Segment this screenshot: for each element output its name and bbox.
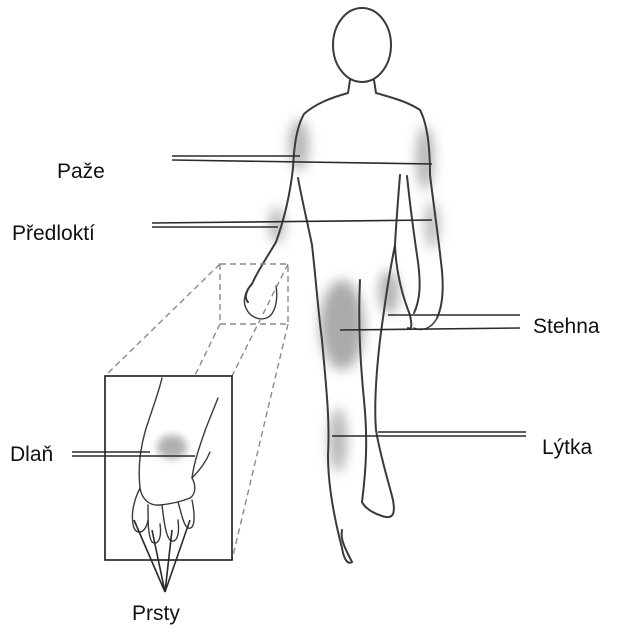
left-hand: [244, 284, 276, 319]
shade-left-calf: [329, 408, 347, 472]
thigh-leader-b: [340, 328, 520, 330]
right-hand: [414, 318, 437, 330]
body-outline-left: [246, 80, 350, 302]
label-calf: Lýtka: [542, 436, 593, 459]
left-foot: [342, 530, 352, 562]
label-thigh: Stehna: [533, 315, 600, 338]
zoom-line-4: [232, 324, 288, 560]
labels: Paže Předloktí Stehna Dlaň Lýtka Prsty: [10, 160, 600, 625]
inner-right-arm: [407, 176, 420, 313]
zoom-line-1: [105, 264, 220, 376]
label-forearm: Předloktí: [12, 222, 95, 245]
label-arm: Paže: [57, 160, 105, 183]
zoom-line-2: [232, 264, 288, 376]
hand-inset: [105, 376, 232, 560]
label-palm: Dlaň: [10, 443, 53, 466]
shade-left-thigh: [320, 280, 364, 370]
torso-left: [298, 178, 352, 563]
head: [333, 8, 391, 82]
hand-inset-frame: [105, 376, 232, 560]
forearm-leader-a: [152, 220, 432, 223]
label-fingers: Prsty: [132, 602, 180, 625]
zoom-source-box: [220, 264, 288, 324]
